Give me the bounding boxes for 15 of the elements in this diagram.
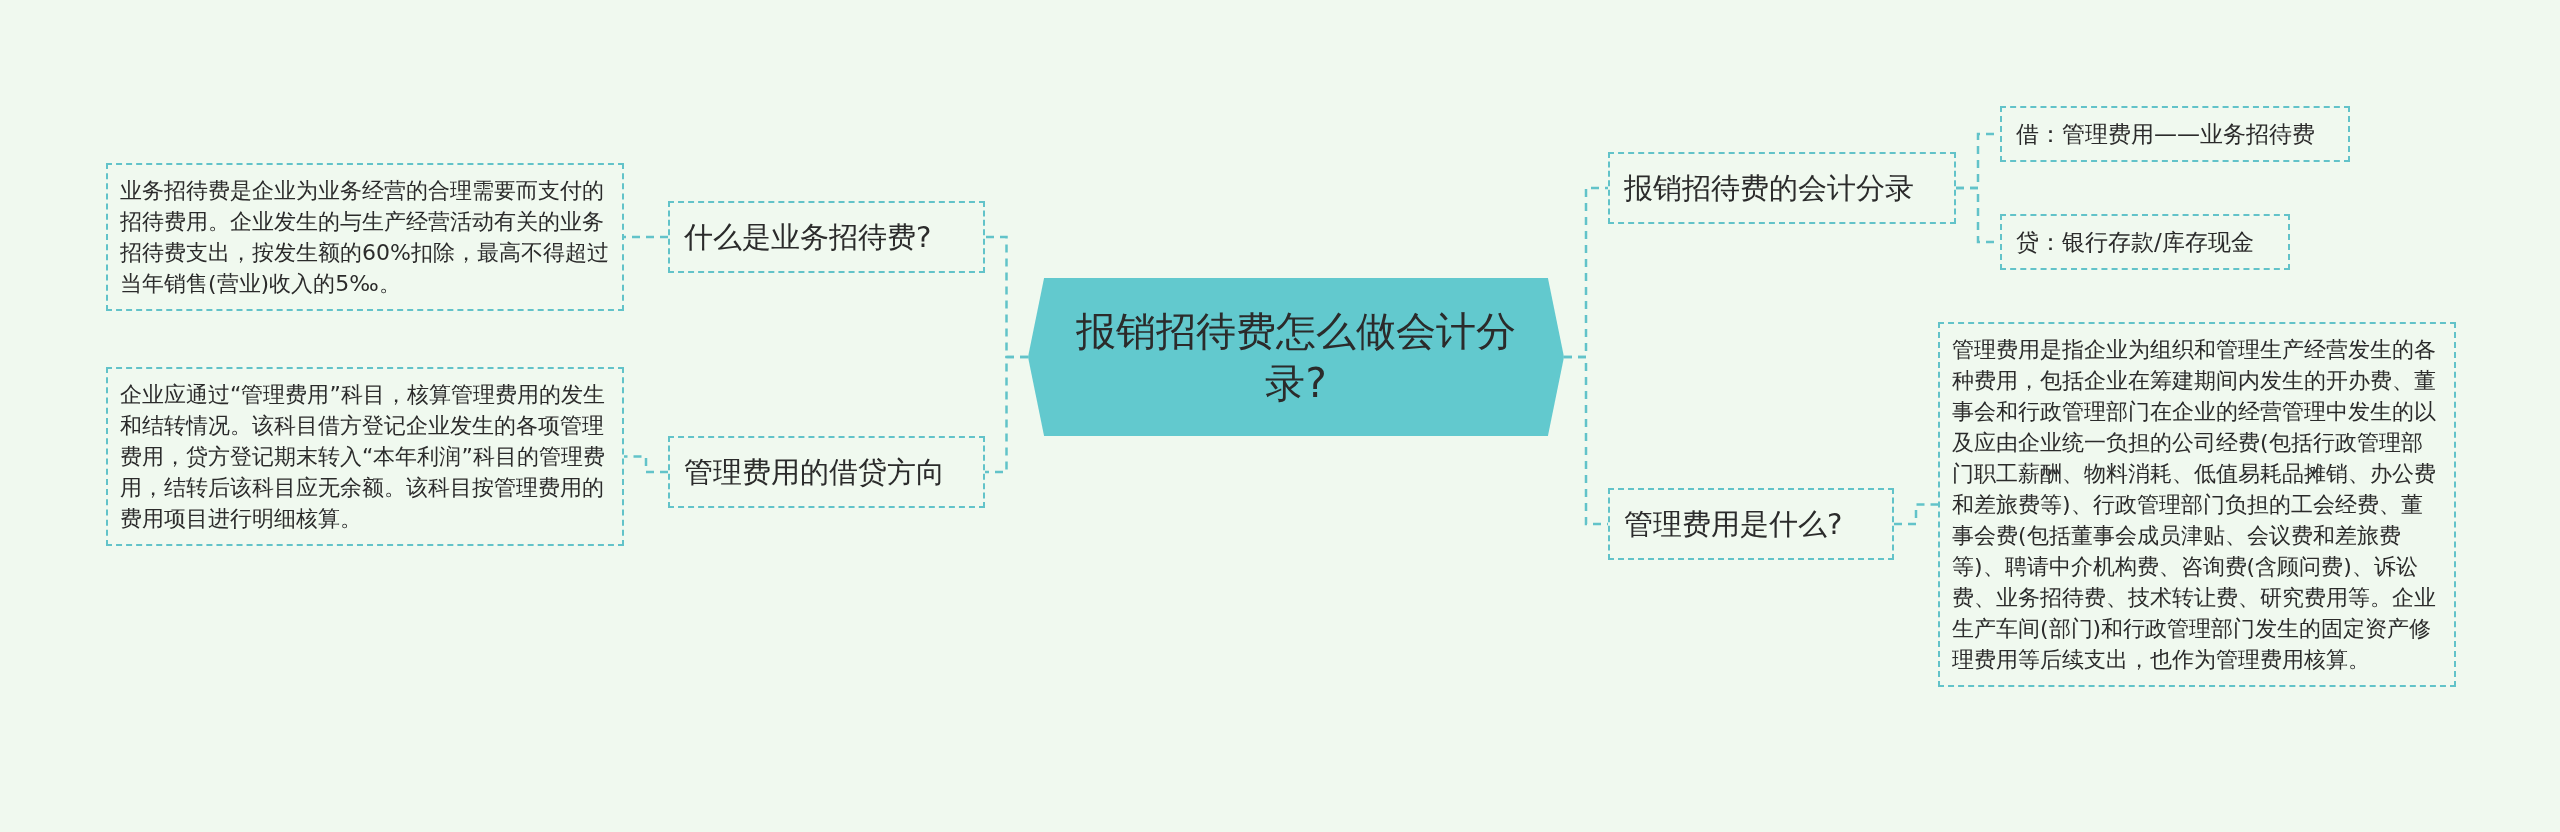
- description-box: 业务招待费是企业为业务经营的合理需要而支付的招待费用。企业发生的与生产经营活动有关的业务招待费支出，按发生额的60%扣除，最高不得超过当年销售(营业)收入的5‰。: [106, 163, 624, 311]
- connector-line: [624, 455, 668, 474]
- topic-box: 管理费用是什么?: [1608, 488, 1894, 560]
- entry-box: 贷：银行存款/库存现金: [2000, 214, 2290, 270]
- connector-line: [624, 235, 668, 239]
- description-box: 管理费用是指企业为组织和管理生产经营发生的各种费用，包括企业在筹建期间内发生的开办费、董事会和行政管理部门在企业的经营管理中发生的以及应由企业统一负担的公司经费(包括行政管理部门职工薪酬、物料消耗、低值易耗品摊销、办公费和差旅费等)、行政管理部门负担的工会经费、董事会费(包括董事会成员津贴、会议费和差旅费等)、聘请中介机构费、咨询费(含顾问费)、诉讼费、业务招待费、技术转让费、研究费用等。企业生产车间(部门)和行政管理部门发生的固定资产修理费用等后续支出，也作为管理费用核算。: [1938, 322, 2456, 687]
- connector-line: [1564, 355, 1608, 526]
- topic-box: 什么是业务招待费?: [668, 201, 985, 273]
- connector-line: [1894, 503, 1938, 526]
- topic-box: 报销招待费的会计分录: [1608, 152, 1956, 224]
- description-box: 企业应通过“管理费用”科目，核算管理费用的发生和结转情况。该科目借方登记企业发生的各项管理费用，贷方登记期末转入“本年利润”科目的管理费用，结转后该科目应无余额。该科目按管理费用的费用项目进行明细核算。: [106, 367, 624, 546]
- topic-box: 管理费用的借贷方向: [668, 436, 985, 508]
- entry-box: 借：管理费用——业务招待费: [2000, 106, 2350, 162]
- connector-line: [985, 355, 1028, 474]
- central-topic: 报销招待费怎么做会计分录?: [1028, 278, 1564, 436]
